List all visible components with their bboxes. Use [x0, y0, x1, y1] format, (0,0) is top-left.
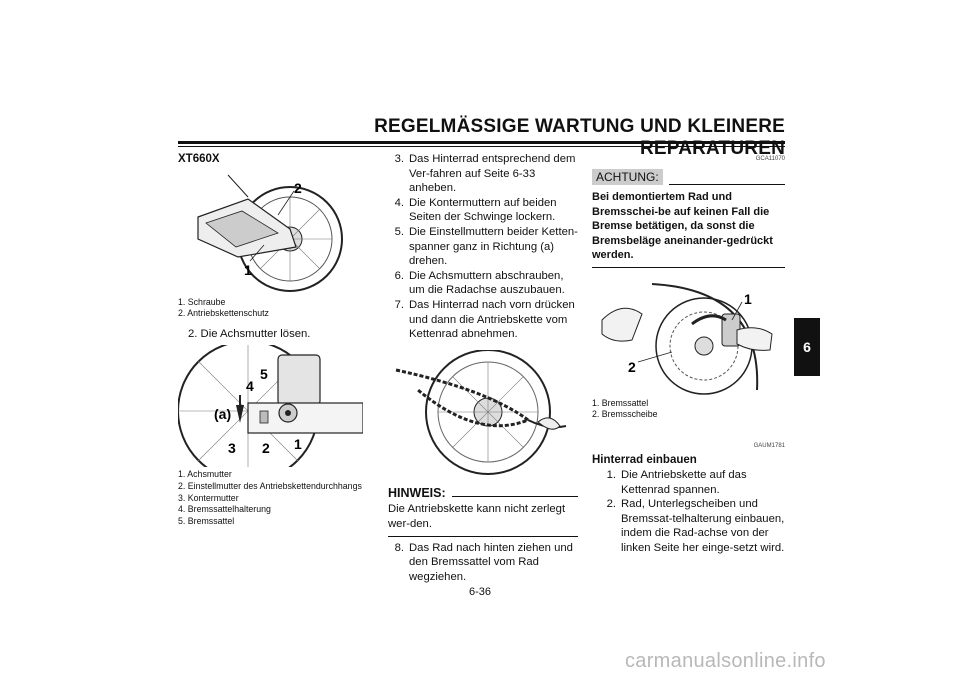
note-end-rule	[388, 535, 578, 537]
step-text: 2. Die Achsmutter lösen.	[188, 327, 311, 340]
model-heading: XT660X	[178, 153, 220, 165]
removal-steps: 3.Das Hinterrad entsprechend dem Ver-fah…	[388, 152, 578, 342]
figure-chain-removal	[388, 348, 578, 478]
callout-2: 2	[294, 180, 302, 196]
brake-illustration: 1 2	[601, 282, 773, 395]
figure-caption: 1. Achsmutter 2. Einstellmutter des Antr…	[178, 469, 363, 527]
title-rule-thin	[178, 146, 785, 147]
list-item: 7.Das Hinterrad nach vorn drücken und da…	[394, 298, 575, 341]
section-heading: Hinterrad einbauen	[592, 454, 697, 467]
chain-guard-illustration: 2 1	[197, 174, 343, 292]
list-item: 3.Das Hinterrad entsprechend dem Ver-fah…	[394, 153, 576, 195]
caution-bar: ACHTUNG:	[592, 168, 785, 186]
figure-chain-guard: 2 1	[178, 167, 363, 293]
caption-item: 4. Bremssattelhalterung	[178, 504, 271, 515]
caption-item: 1. Achsmutter	[178, 469, 232, 480]
callout-2: 2	[262, 440, 270, 456]
page-number: 6-36	[468, 586, 492, 598]
callout-2: 2	[628, 359, 636, 375]
callout-a: (a)	[214, 406, 231, 422]
list-item: 8.Das Rad nach hinten ziehen und den Bre…	[394, 541, 573, 583]
caution-end-rule	[592, 266, 785, 268]
figure-caption: 1. Bremssattel 2. Bremsscheibe	[592, 398, 785, 421]
caution-label: ACHTUNG:	[592, 168, 663, 186]
reference-code: GAUM1781	[753, 442, 785, 449]
callout-5: 5	[260, 366, 268, 382]
callout-1: 1	[294, 436, 302, 452]
callout-1: 1	[744, 291, 752, 307]
caption-item: 2. Einstellmutter des Antriebskettendurc…	[178, 480, 362, 491]
caution-text: Bei demontiertem Rad und Bremsschei-be a…	[592, 191, 773, 262]
caption-item: 1. Schraube	[178, 296, 226, 307]
callout-1: 1	[244, 262, 252, 278]
watermark: carmanualsonline.info	[625, 650, 826, 672]
caution-rule	[668, 184, 785, 186]
figure-brake: 1 2	[592, 280, 785, 398]
caption-item: 3. Kontermutter	[178, 492, 239, 503]
reference-code: GCA11070	[755, 156, 785, 162]
list-item: 2.Rad, Unterlegscheiben und Bremssat-tel…	[606, 498, 785, 555]
caption-item: 2. Bremsscheibe	[592, 409, 658, 420]
title-rule	[178, 141, 785, 144]
list-item: 5.Die Einstellmuttern beider Ketten-span…	[394, 225, 578, 268]
list-item: 1.Die Antriebskette auf das Kettenrad sp…	[606, 469, 747, 496]
hinweis-bar: HINWEIS:	[388, 486, 578, 501]
note-label: HINWEIS:	[388, 485, 446, 500]
figure-caption: 1. Schraube 2. Antriebskettenschutz	[178, 297, 363, 320]
column-right: GCA11070 ACHTUNG: Bei demontiertem Rad u…	[592, 152, 785, 556]
axle-nut-illustration: 5 4 (a) 3 2 1	[177, 340, 364, 483]
list-item: 4.Die Kontermuttern auf beiden Seiten de…	[394, 196, 557, 224]
figure-axle-nut: 5 4 (a) 3 2 1	[177, 340, 364, 483]
chapter-tab[interactable]: 6	[794, 318, 820, 376]
note-rule	[451, 496, 578, 498]
caption-item: 1. Bremssattel	[592, 397, 649, 408]
callout-4: 4	[246, 378, 254, 394]
chain-removal-illustration	[395, 348, 567, 475]
caption-item: 5. Bremssattel	[178, 515, 235, 526]
caption-item: 2. Antriebskettenschutz	[178, 308, 269, 319]
install-steps: 1.Die Antriebskette auf das Kettenrad sp…	[592, 468, 785, 556]
column-middle: 3.Das Hinterrad entsprechend dem Ver-fah…	[388, 152, 578, 584]
removal-steps-cont: 8.Das Rad nach hinten ziehen und den Bre…	[388, 541, 578, 585]
note-text: Die Antriebskette kann nicht zerlegt wer…	[388, 503, 566, 530]
callout-3: 3	[228, 440, 236, 456]
column-left: XT660X 2 1 1. Schraube 2. Antriebsketten…	[177, 152, 364, 527]
list-item: 6.Die Achsmuttern abschrauben, um die Ra…	[394, 269, 565, 297]
